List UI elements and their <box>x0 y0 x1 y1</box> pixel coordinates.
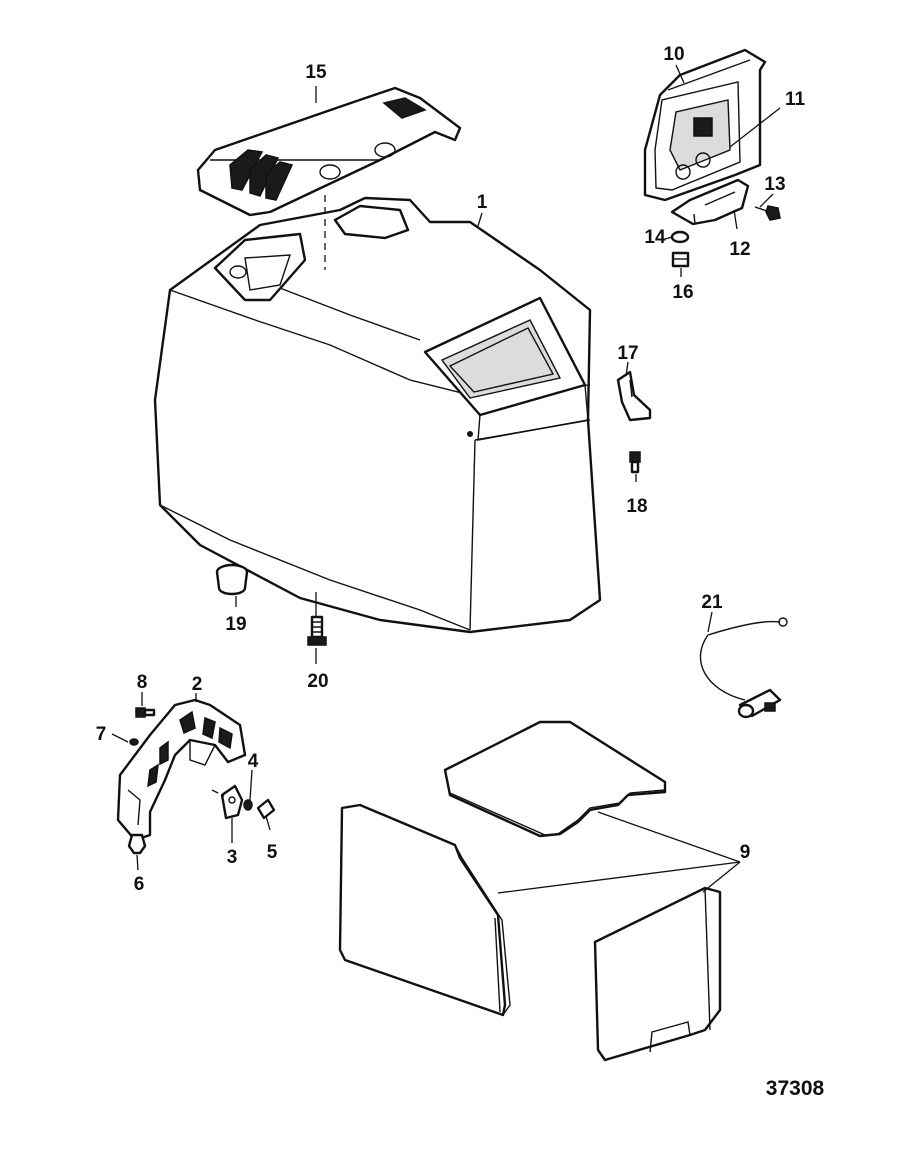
callout-2: 2 <box>192 674 203 695</box>
callouts: 15 1 10 11 13 14 12 16 17 18 19 20 21 2 … <box>96 44 806 895</box>
access-door-part <box>643 48 767 202</box>
callout-3: 3 <box>227 847 238 868</box>
washer-4-part <box>243 799 253 811</box>
washer-14-part <box>670 230 690 244</box>
figure-number: 37308 <box>766 1077 825 1100</box>
callout-10: 10 <box>663 44 684 65</box>
pad-left-9-part <box>338 803 511 1017</box>
grommet-6-part <box>127 833 147 855</box>
callout-21: 21 <box>701 592 723 613</box>
nut-7-part <box>129 738 139 746</box>
screw-18-part <box>629 451 641 474</box>
callout-5: 5 <box>267 842 278 863</box>
callout-7: 7 <box>96 724 107 745</box>
screw-13-part <box>754 205 781 221</box>
mount-bracket-2-part <box>116 698 247 842</box>
main-cowl-part <box>153 196 602 634</box>
bracket-17-part <box>616 370 652 422</box>
pad-top-9-part <box>443 720 667 838</box>
callout-9: 9 <box>740 842 751 863</box>
leader-lines <box>111 64 781 894</box>
screw-20-part <box>307 615 327 646</box>
latch-bracket-part <box>670 178 750 226</box>
callout-1: 1 <box>477 192 488 213</box>
clip-3-part <box>220 784 244 820</box>
grommet-19-part <box>215 563 249 596</box>
callout-17: 17 <box>617 343 638 364</box>
callout-16: 16 <box>672 282 693 303</box>
callout-11: 11 <box>785 89 806 110</box>
screw-8-part <box>135 707 156 718</box>
callout-14: 14 <box>644 227 666 248</box>
callout-12: 12 <box>729 239 750 260</box>
screw-5-part <box>256 798 276 820</box>
pad-right-9-part <box>593 886 722 1062</box>
callout-20: 20 <box>307 671 328 692</box>
callout-15: 15 <box>305 62 327 83</box>
lanyard-21-part <box>699 617 788 719</box>
callout-6: 6 <box>134 874 145 895</box>
callout-19: 19 <box>225 614 246 635</box>
top-cover-part <box>196 86 462 217</box>
callout-13: 13 <box>764 174 785 195</box>
nut-16-part <box>671 251 690 268</box>
callout-18: 18 <box>626 496 647 517</box>
callout-8: 8 <box>137 672 148 693</box>
callout-4: 4 <box>248 751 259 772</box>
